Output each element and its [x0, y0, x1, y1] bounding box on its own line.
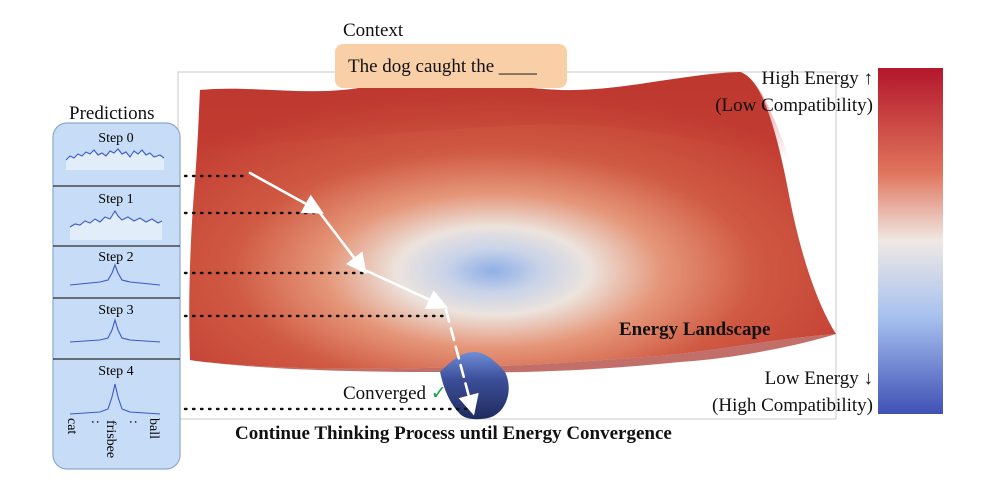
legend-low-energy: Low Energy ↓	[764, 368, 873, 389]
step2-distribution	[69, 263, 161, 286]
step-separators	[53, 185, 180, 360]
energy-landscape-label: Energy Landscape	[619, 319, 771, 340]
surface-ridge	[198, 72, 790, 160]
legend-high-compatibility: (High Compatibility)	[712, 395, 873, 416]
predictions-title: Predictions	[69, 103, 155, 124]
step0-distribution	[65, 148, 165, 170]
energy-colorbar	[878, 68, 943, 414]
step4-distribution	[69, 383, 161, 415]
converged-text: Converged	[343, 383, 427, 404]
legend-high-energy: High Energy ↑	[761, 68, 873, 89]
descent-path	[248, 171, 479, 416]
step1-distribution	[69, 209, 163, 240]
step3-distribution	[69, 318, 161, 343]
token-label-frisbee: frisbee	[103, 420, 118, 458]
surface-front-edge	[190, 334, 836, 373]
predictions-panel	[52, 122, 181, 470]
context-sentence: The dog caught the ____	[348, 56, 537, 77]
step-label-2: Step 2	[98, 250, 133, 265]
token-label-ball: ball	[146, 418, 161, 439]
check-icon: ✓	[430, 383, 447, 404]
token-label-cat: cat	[64, 418, 79, 434]
step-label-3: Step 3	[98, 303, 133, 318]
legend-low-compatibility: (Low Compatibility)	[715, 95, 873, 116]
token-ellipsis-1: :	[88, 420, 103, 424]
context-title: Context	[343, 20, 404, 41]
energy-surface	[189, 72, 837, 369]
step-label-1: Step 1	[98, 192, 133, 207]
token-ellipsis-2: :	[126, 420, 141, 424]
step-connectors	[183, 174, 472, 411]
step-label-0: Step 0	[98, 131, 133, 146]
energy-well	[440, 352, 509, 420]
step-label-4: Step 4	[98, 364, 133, 379]
figure-caption: Continue Thinking Process until Energy C…	[235, 423, 672, 444]
context-box	[335, 44, 567, 88]
converged-label: Converged ✓	[343, 382, 447, 405]
